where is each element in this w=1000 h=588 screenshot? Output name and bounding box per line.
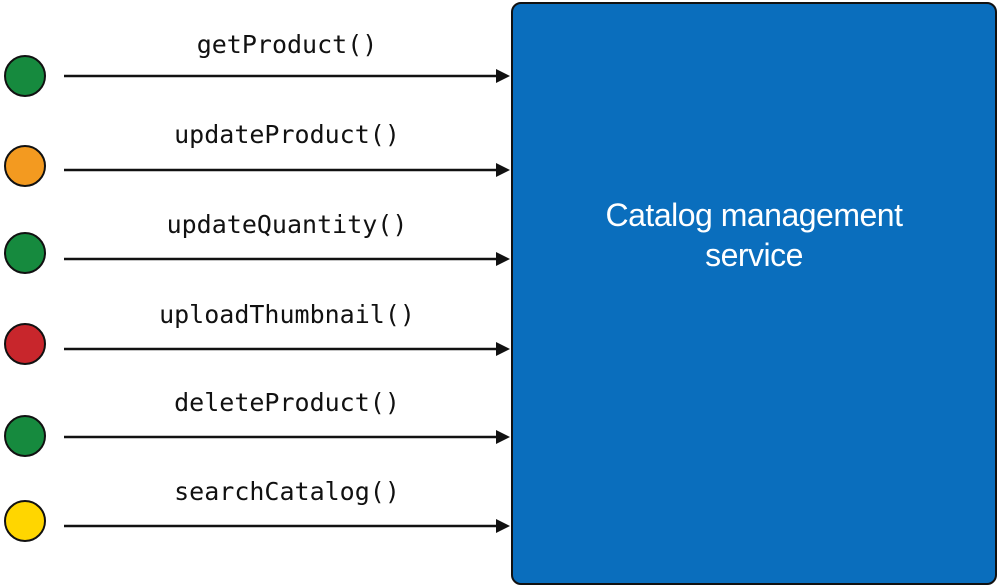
operation-label: getProduct() [196,30,378,59]
operation-label: searchCatalog() [174,477,400,506]
status-dot [4,232,46,274]
operation-row: searchCatalog() [0,477,520,567]
operation-row: uploadThumbnail() [0,300,520,390]
operation-row: updateQuantity() [0,210,520,300]
request-arrow [64,519,510,533]
status-dot [4,55,46,97]
operation-label: updateProduct() [174,120,400,149]
operation-label: updateQuantity() [166,210,408,239]
request-arrow [64,430,510,444]
request-arrow [64,252,510,266]
operation-row: updateProduct() [0,120,520,210]
operation-row: deleteProduct() [0,388,520,478]
request-arrow [64,69,510,83]
operation-row: getProduct() [0,30,520,120]
catalog-service-box: Catalog management service [511,2,997,585]
request-arrow [64,163,510,177]
request-arrow [64,342,510,356]
status-dot [4,323,46,365]
status-dot [4,415,46,457]
operation-label: deleteProduct() [174,388,400,417]
status-dot [4,500,46,542]
operation-label: uploadThumbnail() [159,300,415,329]
status-dot [4,145,46,187]
service-title: Catalog management service [605,197,903,273]
